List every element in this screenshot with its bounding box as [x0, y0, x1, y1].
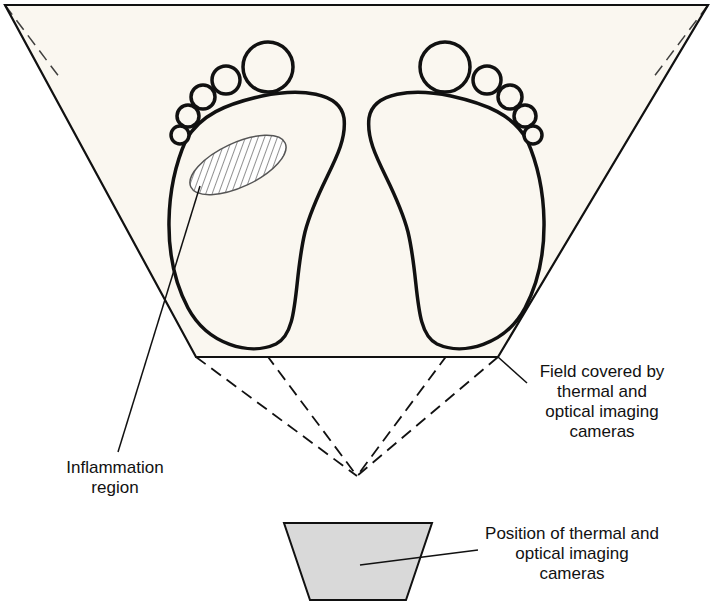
- leader-lines: [118, 186, 527, 565]
- camera-body: [284, 523, 432, 600]
- camera-field: [5, 5, 708, 357]
- view-rays-inner: [5, 5, 708, 78]
- right-foot: [369, 42, 544, 349]
- callout-label: Inflammation region: [50, 458, 180, 498]
- callout-label: Field covered by thermal and optical ima…: [532, 362, 672, 442]
- inflammation-region: [182, 123, 295, 207]
- view-rays: [5, 5, 708, 476]
- left-foot: [169, 42, 344, 349]
- callout-label: Position of thermal and optical imaging …: [484, 524, 660, 584]
